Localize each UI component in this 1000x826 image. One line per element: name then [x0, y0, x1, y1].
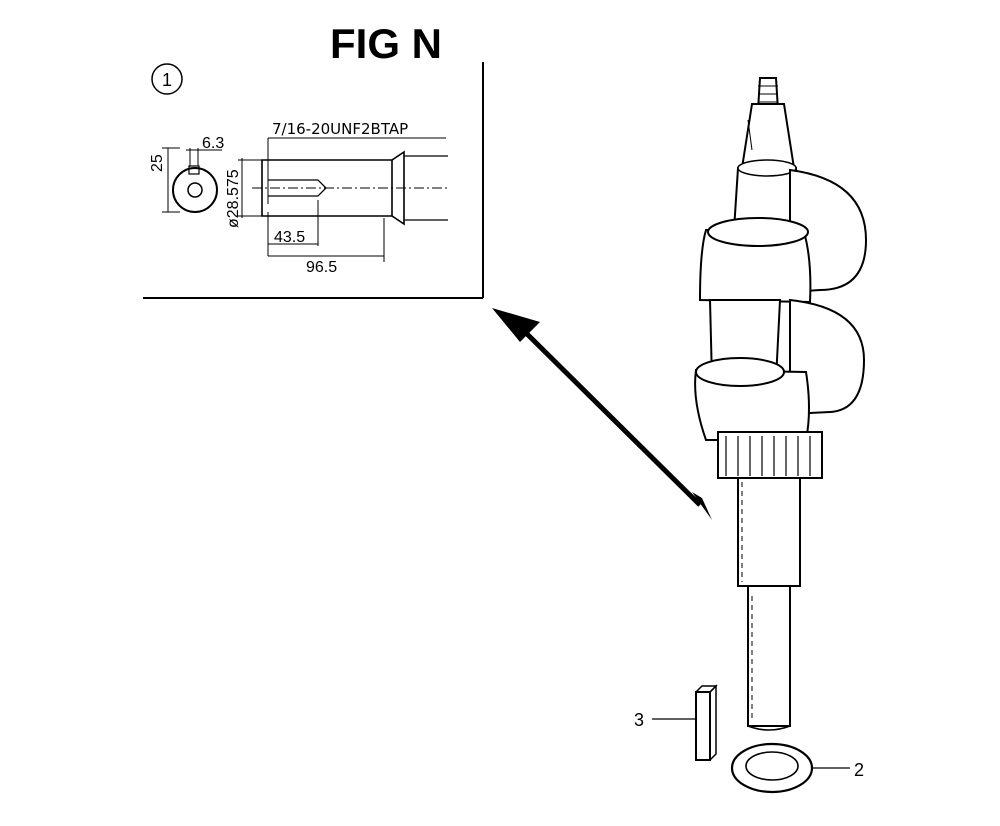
dim-width-label: 6.3: [202, 135, 224, 152]
part-3-callout: 3: [634, 710, 644, 730]
figure-title: FIG N: [330, 20, 442, 67]
part-key: [652, 684, 718, 761]
detail-callout-number: 1: [162, 70, 172, 90]
detail-inset: 1 25 6.3 ø28.575: [143, 62, 484, 299]
dim-height-label: 25: [149, 154, 166, 172]
crankshaft: [694, 77, 868, 731]
part-washer: [730, 742, 850, 794]
dim-diameter-label: ø28.575: [225, 169, 242, 228]
shaft-side-view: [238, 137, 448, 262]
detail-callout-circle: [151, 63, 183, 95]
dim-total-length-label: 96.5: [306, 259, 337, 276]
part-2-callout: 2: [854, 760, 864, 780]
tap-note-label: 7/16-20UNF2BTAP: [272, 120, 408, 138]
dim-inner-length-label: 43.5: [274, 229, 305, 246]
timing-gear: [717, 431, 823, 479]
shaft-end-view: [162, 147, 222, 213]
detail-pointer-arrow: [492, 308, 712, 520]
